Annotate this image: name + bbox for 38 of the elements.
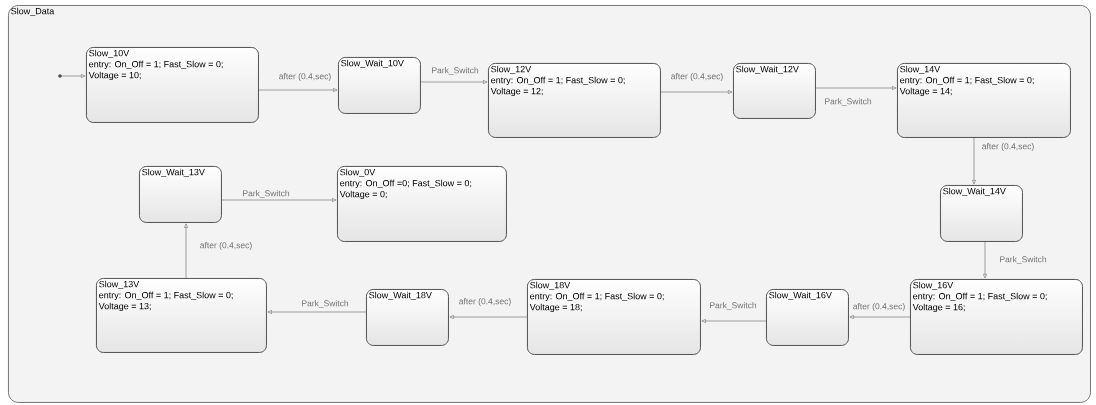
state-box: Slow_Wait_13V [139, 166, 222, 223]
transition-label: after (0.4,sec) [981, 142, 1035, 152]
transition-label: Park_Switch [823, 97, 873, 107]
transition-arrow [815, 86, 897, 90]
state-box: Slow_12V entry: On_Off = 1; Fast_Slow = 0; Voltage = 12; [488, 63, 661, 138]
transition-arrow [983, 241, 987, 279]
state-box: Slow_Wait_12V [733, 63, 816, 119]
state-box: Slow_Wait_16V [766, 289, 849, 346]
state-box: Slow_0V entry: On_Off =0; Fast_Slow = 0; Voltage = 0; [337, 166, 507, 242]
transition-label: Park_Switch [430, 66, 480, 76]
transition-arrow [420, 80, 488, 84]
state-box: Slow_16V entry: On_Off = 1; Fast_Slow = 0; Voltage = 16; [910, 279, 1083, 355]
transition-arrow [449, 315, 528, 319]
state-box: Slow_Wait_14V [940, 185, 1023, 242]
transition-arrow [701, 319, 767, 323]
transition-arrow [267, 310, 367, 314]
state-box: Slow_Wait_18V [366, 289, 449, 346]
transition-label: after (0.4,sec) [278, 72, 332, 82]
state-box: Slow_Wait_10V [338, 57, 421, 114]
transition-label: Park_Switch [300, 299, 350, 309]
transition-label: after (0.4,sec) [199, 241, 253, 251]
state-box: Slow_18V entry: On_Off = 1; Fast_Slow = 0; Voltage = 18; [527, 279, 701, 355]
transition-arrow [849, 315, 911, 319]
transition-label: after (0.4,sec) [852, 302, 906, 312]
state-box: Slow_13V entry: On_Off = 1; Fast_Slow = 0; Voltage = 13; [96, 278, 267, 353]
state-box: Slow_14V entry: On_Off = 1; Fast_Slow = 0; Voltage = 14; [897, 63, 1071, 138]
transition-label: after (0.4,sec) [458, 297, 512, 307]
transition-label: Park_Switch [998, 255, 1048, 265]
transition-label: Park_Switch [241, 189, 291, 199]
transition-arrow [258, 88, 338, 92]
state-box: Slow_10V entry: On_Off = 1; Fast_Slow = 0; Voltage = 10; [86, 47, 259, 123]
transition-label: after (0.4,sec) [670, 72, 725, 82]
transition-label: Park_Switch [708, 301, 758, 311]
transition-arrow [61, 74, 86, 78]
transition-arrow [972, 137, 976, 185]
transition-arrow [221, 198, 337, 202]
transition-arrow [184, 223, 188, 279]
transition-arrow [660, 90, 733, 94]
